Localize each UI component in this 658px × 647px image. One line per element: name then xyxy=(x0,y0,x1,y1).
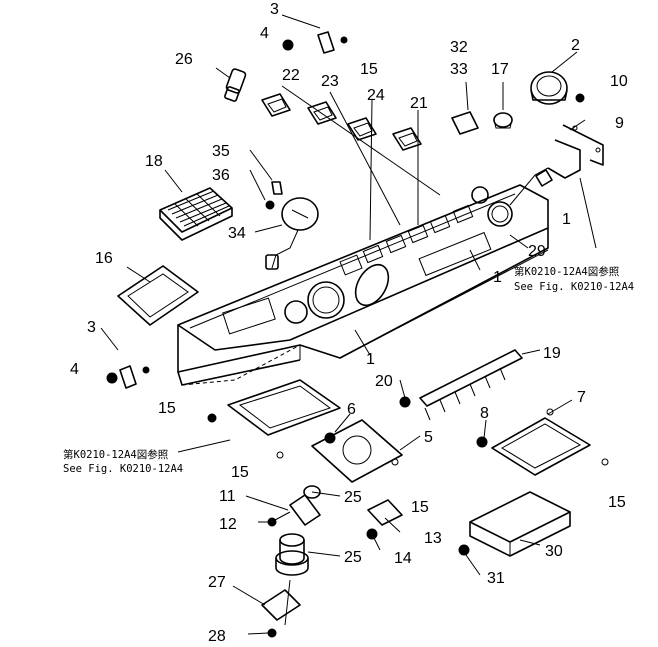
switch-part-21 xyxy=(392,127,422,151)
callout-36: 36 xyxy=(212,167,230,184)
callout-12: 12 xyxy=(219,516,237,533)
callout-24: 24 xyxy=(367,87,385,104)
callout-15-left: 15 xyxy=(158,400,176,417)
callout-25-upper: 25 xyxy=(344,489,362,506)
callout-31: 31 xyxy=(487,570,505,587)
gasket-part-16 xyxy=(117,265,199,326)
plate-part-5 xyxy=(311,419,403,483)
screw-part-10 xyxy=(575,93,585,103)
callout-13: 13 xyxy=(424,530,442,547)
knob-part-17 xyxy=(493,112,513,129)
callout-17: 17 xyxy=(491,61,509,78)
callout-15-center: 15 xyxy=(411,499,429,516)
gauge-part-2 xyxy=(530,71,568,105)
callout-1-right: 1 xyxy=(562,211,571,228)
bracket-part-9 xyxy=(509,124,604,206)
connector-part-1 xyxy=(535,169,553,187)
leader-lines xyxy=(100,14,597,635)
callout-28: 28 xyxy=(208,628,226,645)
callout-2: 2 xyxy=(571,37,580,54)
callout-22: 22 xyxy=(282,67,300,84)
dashboard-panel xyxy=(177,184,549,386)
callout-3-left: 3 xyxy=(87,319,96,336)
clip-part-3-top xyxy=(282,31,348,54)
switch-part-22 xyxy=(261,93,291,117)
screw-part-20 xyxy=(399,396,411,408)
callout-25-lower: 25 xyxy=(344,549,362,566)
callout-1-mid: 1 xyxy=(493,269,502,286)
callout-7: 7 xyxy=(577,389,586,406)
switch-part-23 xyxy=(307,101,337,125)
callout-4-top: 4 xyxy=(260,25,269,42)
bracket-part-11 xyxy=(267,494,321,527)
cap-part-32-33 xyxy=(451,111,479,135)
frame-part-7 xyxy=(476,408,609,476)
reference-right-jp: 第K0210-12A4図参照 xyxy=(514,265,620,278)
callout-29: 29 xyxy=(528,243,546,260)
callout-27: 27 xyxy=(208,574,226,591)
callout-15-under: 15 xyxy=(231,464,249,481)
callout-14: 14 xyxy=(394,550,412,567)
callout-1-low: 1 xyxy=(366,351,375,368)
callout-33: 33 xyxy=(450,61,468,78)
callout-32: 32 xyxy=(450,39,468,56)
callout-21: 21 xyxy=(410,95,428,112)
callout-15-right: 15 xyxy=(608,494,626,511)
reference-left-en: See Fig. K0210-12A4 xyxy=(63,463,183,475)
figure-references: 第K0210-12A4図参照 See Fig. K0210-12A4 第K021… xyxy=(63,265,634,475)
callout-10: 10 xyxy=(610,73,628,90)
under-plate-left xyxy=(207,379,341,459)
switch-body-part-25 xyxy=(275,533,309,576)
callout-labels: 3 4 15 26 22 23 24 21 32 33 17 2 10 9 18… xyxy=(70,1,628,645)
grommet-part-25-upper xyxy=(303,485,321,499)
callout-4-left: 4 xyxy=(70,361,79,378)
callout-9: 9 xyxy=(615,115,624,132)
callout-23: 23 xyxy=(321,73,339,90)
callout-8: 8 xyxy=(480,405,489,422)
callout-18: 18 xyxy=(145,153,163,170)
callout-6: 6 xyxy=(347,401,356,418)
callout-3-top: 3 xyxy=(270,1,279,18)
callout-34: 34 xyxy=(228,225,246,242)
clip-part-3-left xyxy=(106,365,150,389)
reference-left-jp: 第K0210-12A4図参照 xyxy=(63,448,169,461)
callout-15-top: 15 xyxy=(360,61,378,78)
callout-26: 26 xyxy=(175,51,193,68)
bracket-part-27 xyxy=(261,579,301,638)
callout-19: 19 xyxy=(543,345,561,362)
lamp-part-26 xyxy=(224,68,247,102)
callout-5: 5 xyxy=(424,429,433,446)
callout-20: 20 xyxy=(375,373,393,390)
callout-30: 30 xyxy=(545,543,563,560)
bracket-part-13 xyxy=(366,499,403,540)
harness-part-19 xyxy=(419,349,523,421)
callout-16: 16 xyxy=(95,250,113,267)
bolt-part-35 xyxy=(265,181,283,210)
box-part-30 xyxy=(458,491,571,557)
keyswitch-part-34 xyxy=(265,197,319,270)
reference-right-en: See Fig. K0210-12A4 xyxy=(514,281,634,293)
grille-part-18 xyxy=(159,187,233,241)
callout-35: 35 xyxy=(212,143,230,160)
callout-11: 11 xyxy=(219,488,236,505)
